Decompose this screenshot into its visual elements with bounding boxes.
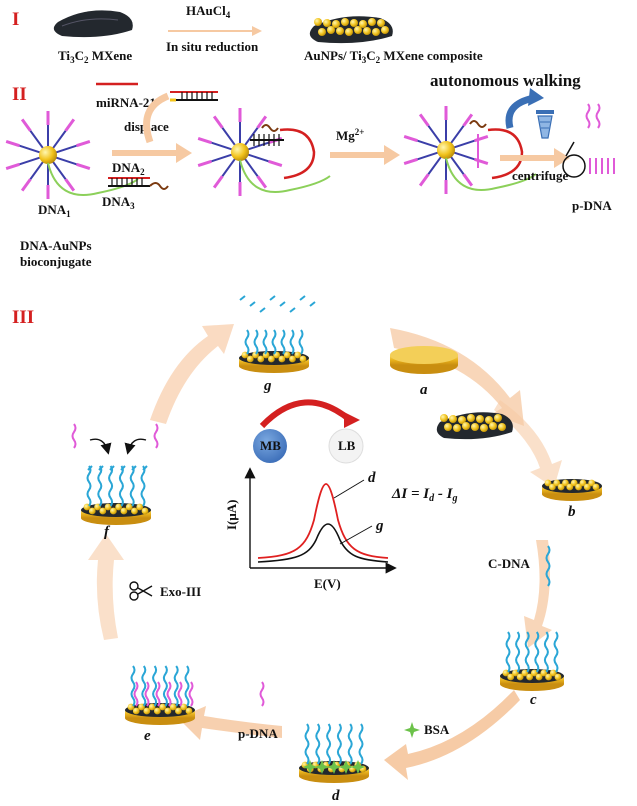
walking-label: autonomous walking (430, 71, 581, 90)
mg-arrow (330, 145, 400, 165)
mg-label: Mg2+ (336, 127, 364, 143)
electrode-e (125, 665, 195, 725)
lb-label: LB (338, 438, 356, 453)
voltammogram (244, 467, 397, 574)
dna1-label: DNA1 (38, 202, 71, 219)
step-g-label: g (263, 378, 272, 394)
mxene-flake (53, 10, 133, 38)
electrode-a (390, 346, 458, 374)
curve-d (257, 483, 389, 559)
lb-circle (328, 428, 364, 464)
dna2-label: DNA2 (112, 160, 145, 177)
exo-label: Exo-III (160, 584, 201, 599)
curve-d-label: d (368, 470, 376, 486)
mxene-label: Ti3C2 MXene (58, 48, 132, 65)
bioconjugate-label-1: DNA-AuNPs (20, 238, 92, 253)
curve-g-label: g (375, 518, 384, 534)
y-axis-label: I(μA) (224, 500, 239, 530)
pdna-strand-f1 (71, 423, 77, 449)
pdna-strand-e (259, 681, 265, 707)
composite-flake-b (436, 412, 513, 440)
electrode-g (239, 295, 316, 373)
electrode-b (542, 479, 602, 501)
step-arrow-1 (112, 143, 192, 163)
process-label: In situ reduction (166, 39, 259, 54)
step-f-label: f (104, 524, 111, 540)
mirna-duplex (170, 91, 218, 102)
step-d-label: d (332, 788, 340, 804)
section-1-numeral: I (12, 9, 19, 30)
redox-arrow (259, 399, 352, 429)
bsa-icon (404, 722, 420, 738)
centrifuge-label: centrifuge (512, 168, 569, 183)
step-e-label: e (144, 728, 151, 744)
dna2-dna3-duplex (108, 177, 169, 190)
bsa-label: BSA (424, 722, 450, 737)
electrode-f (81, 465, 151, 525)
centrifuge-tube-icon (536, 110, 554, 139)
bioconjugate-label-2: bioconjugate (20, 254, 92, 269)
mb-label: MB (260, 438, 281, 453)
pdna-label-e: p-DNA (238, 726, 278, 741)
mb-circle (253, 429, 287, 463)
aunp-walker-2 (197, 108, 331, 196)
aunp-walker-3 (403, 106, 537, 194)
pdna-output (562, 103, 615, 178)
curve-g-pointer (339, 525, 373, 545)
section-3-numeral: III (12, 307, 34, 328)
reduction-arrow (168, 26, 262, 36)
walking-arrowhead (528, 88, 544, 106)
centrifuge-arrow (500, 148, 570, 168)
step-a-label: a (420, 382, 428, 398)
cdna-label: C-DNA (488, 556, 530, 571)
curve-g (257, 523, 389, 563)
section-2-numeral: II (12, 84, 27, 105)
redox-arrowhead (344, 412, 360, 428)
displace-arrow (143, 92, 170, 144)
aunp-walker-1 (5, 111, 139, 199)
mirna-label: miRNA-21 (96, 95, 156, 110)
f-arrow-right (124, 438, 147, 455)
electrode-c (500, 631, 564, 691)
x-axis-label: E(V) (314, 576, 341, 591)
electrode-d (299, 723, 369, 783)
delta-i-formula: ΔI = Id - Ig (391, 486, 457, 504)
curve-d-pointer (333, 479, 365, 499)
step-c-label: c (530, 692, 537, 708)
step-b-label: b (568, 504, 576, 520)
composite-flake (309, 16, 393, 44)
composite-label: AuNPs/ Ti3C2 MXene composite (304, 48, 483, 65)
dna3-label: DNA3 (102, 194, 135, 211)
pdna-label: p-DNA (572, 198, 612, 213)
f-arrow-left (89, 438, 112, 455)
reagent-label: HAuCl4 (186, 3, 231, 20)
scissors-icon (129, 581, 153, 601)
pdna-strand-f2 (153, 423, 159, 449)
